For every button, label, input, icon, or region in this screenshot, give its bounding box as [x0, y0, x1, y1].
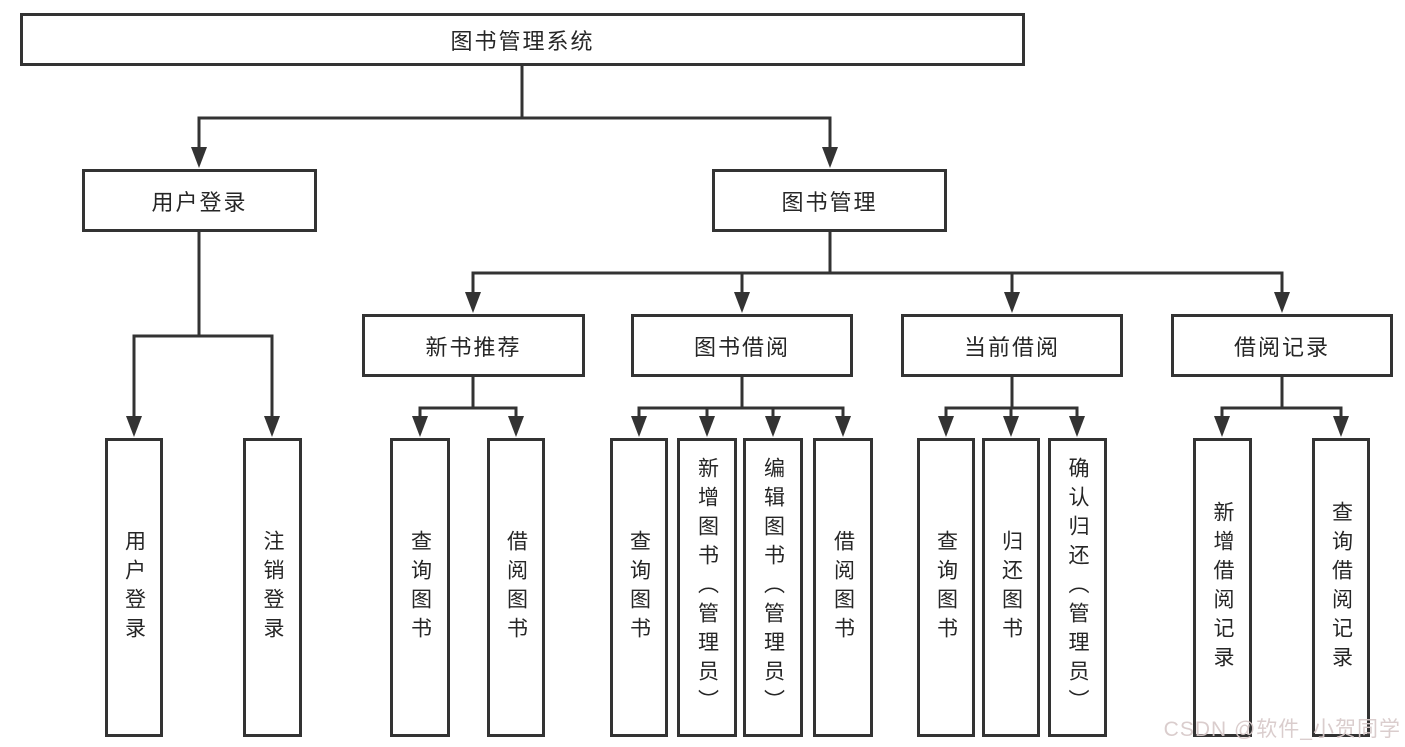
node-root: 图书管理系统: [20, 13, 1025, 66]
node-user-login-label: 用户登录: [151, 189, 248, 215]
leaf-confirm-return-admin-label: 确认归还（管理员）: [1066, 457, 1089, 718]
leaf-edit-book-admin: 编辑图书（管理员）: [743, 438, 803, 737]
arrowhead: [631, 416, 647, 437]
leaf-query-borrow-record-label: 查询借阅记录: [1329, 500, 1353, 675]
node-book-management-label: 图书管理: [781, 189, 878, 215]
leaf-return-book-label: 归还图书: [999, 529, 1023, 646]
arrowhead: [938, 416, 954, 437]
leaf-query-book-1: 查询图书: [390, 438, 450, 737]
arrowhead: [1003, 416, 1019, 437]
leaf-add-book-admin-label: 新增图书（管理员）: [695, 457, 719, 718]
node-borrow-records: 借阅记录: [1171, 314, 1393, 377]
arrowheads: [126, 147, 1349, 437]
arrowhead: [1333, 416, 1349, 437]
node-user-login: 用户登录: [82, 169, 317, 232]
arrowhead: [465, 292, 481, 313]
arrowhead: [734, 292, 750, 313]
connector-user-login: [132, 230, 274, 422]
connector-book-borrow: [637, 375, 845, 423]
leaf-query-book-2: 查询图书: [610, 438, 668, 737]
arrowhead: [835, 416, 851, 437]
arrowhead: [191, 147, 207, 168]
connector-borrow-records: [1220, 375, 1343, 423]
leaf-query-borrow-record: 查询借阅记录: [1312, 438, 1370, 737]
arrowhead: [1274, 292, 1290, 313]
leaf-query-book-1-label: 查询图书: [408, 529, 432, 646]
leaf-borrow-book-1: 借阅图书: [487, 438, 545, 737]
connector-book-management: [471, 230, 1284, 297]
leaf-borrow-book-2-label: 借阅图书: [831, 529, 855, 646]
arrowhead: [1004, 292, 1020, 313]
arrowhead: [412, 416, 428, 437]
node-new-book-recommend: 新书推荐: [362, 314, 585, 377]
leaf-borrow-book-2: 借阅图书: [813, 438, 873, 737]
csdn-watermark: CSDN @软件_小贺同学: [1163, 718, 1401, 741]
leaf-add-borrow-record-label: 新增借阅记录: [1211, 500, 1234, 675]
connector-current-borrow: [944, 375, 1079, 423]
node-root-label: 图书管理系统: [450, 28, 595, 54]
connector-root: [197, 64, 832, 152]
leaf-user-login: 用户登录: [105, 438, 163, 737]
node-current-borrow-label: 当前借阅: [963, 334, 1060, 360]
arrowhead: [126, 416, 142, 437]
leaf-logout-label: 注销登录: [261, 529, 284, 646]
leaf-query-book-2-label: 查询图书: [627, 529, 651, 646]
node-book-borrow-label: 图书借阅: [693, 334, 790, 360]
leaf-user-login-label: 用户登录: [122, 529, 146, 646]
arrowhead: [1069, 416, 1085, 437]
connector-new-book: [418, 375, 518, 423]
leaf-logout: 注销登录: [243, 438, 302, 737]
node-new-book-recommend-label: 新书推荐: [425, 334, 522, 360]
leaf-return-book: 归还图书: [982, 438, 1040, 737]
node-current-borrow: 当前借阅: [901, 314, 1123, 377]
leaf-confirm-return-admin: 确认归还（管理员）: [1048, 438, 1107, 737]
node-book-borrow: 图书借阅: [631, 314, 853, 377]
leaf-borrow-book-1-label: 借阅图书: [504, 529, 528, 646]
leaf-add-borrow-record: 新增借阅记录: [1193, 438, 1252, 737]
leaf-add-book-admin: 新增图书（管理员）: [677, 438, 737, 737]
node-borrow-records-label: 借阅记录: [1233, 334, 1330, 360]
leaf-query-book-3-label: 查询图书: [934, 529, 958, 646]
arrowhead: [1214, 416, 1230, 437]
leaf-query-book-3: 查询图书: [917, 438, 975, 737]
arrowhead: [264, 416, 280, 437]
node-book-management: 图书管理: [712, 169, 947, 232]
arrowhead: [822, 147, 838, 168]
arrowhead: [765, 416, 781, 437]
arrowhead: [508, 416, 524, 437]
arrowhead: [699, 416, 715, 437]
leaf-edit-book-admin-label: 编辑图书（管理员）: [761, 457, 785, 718]
